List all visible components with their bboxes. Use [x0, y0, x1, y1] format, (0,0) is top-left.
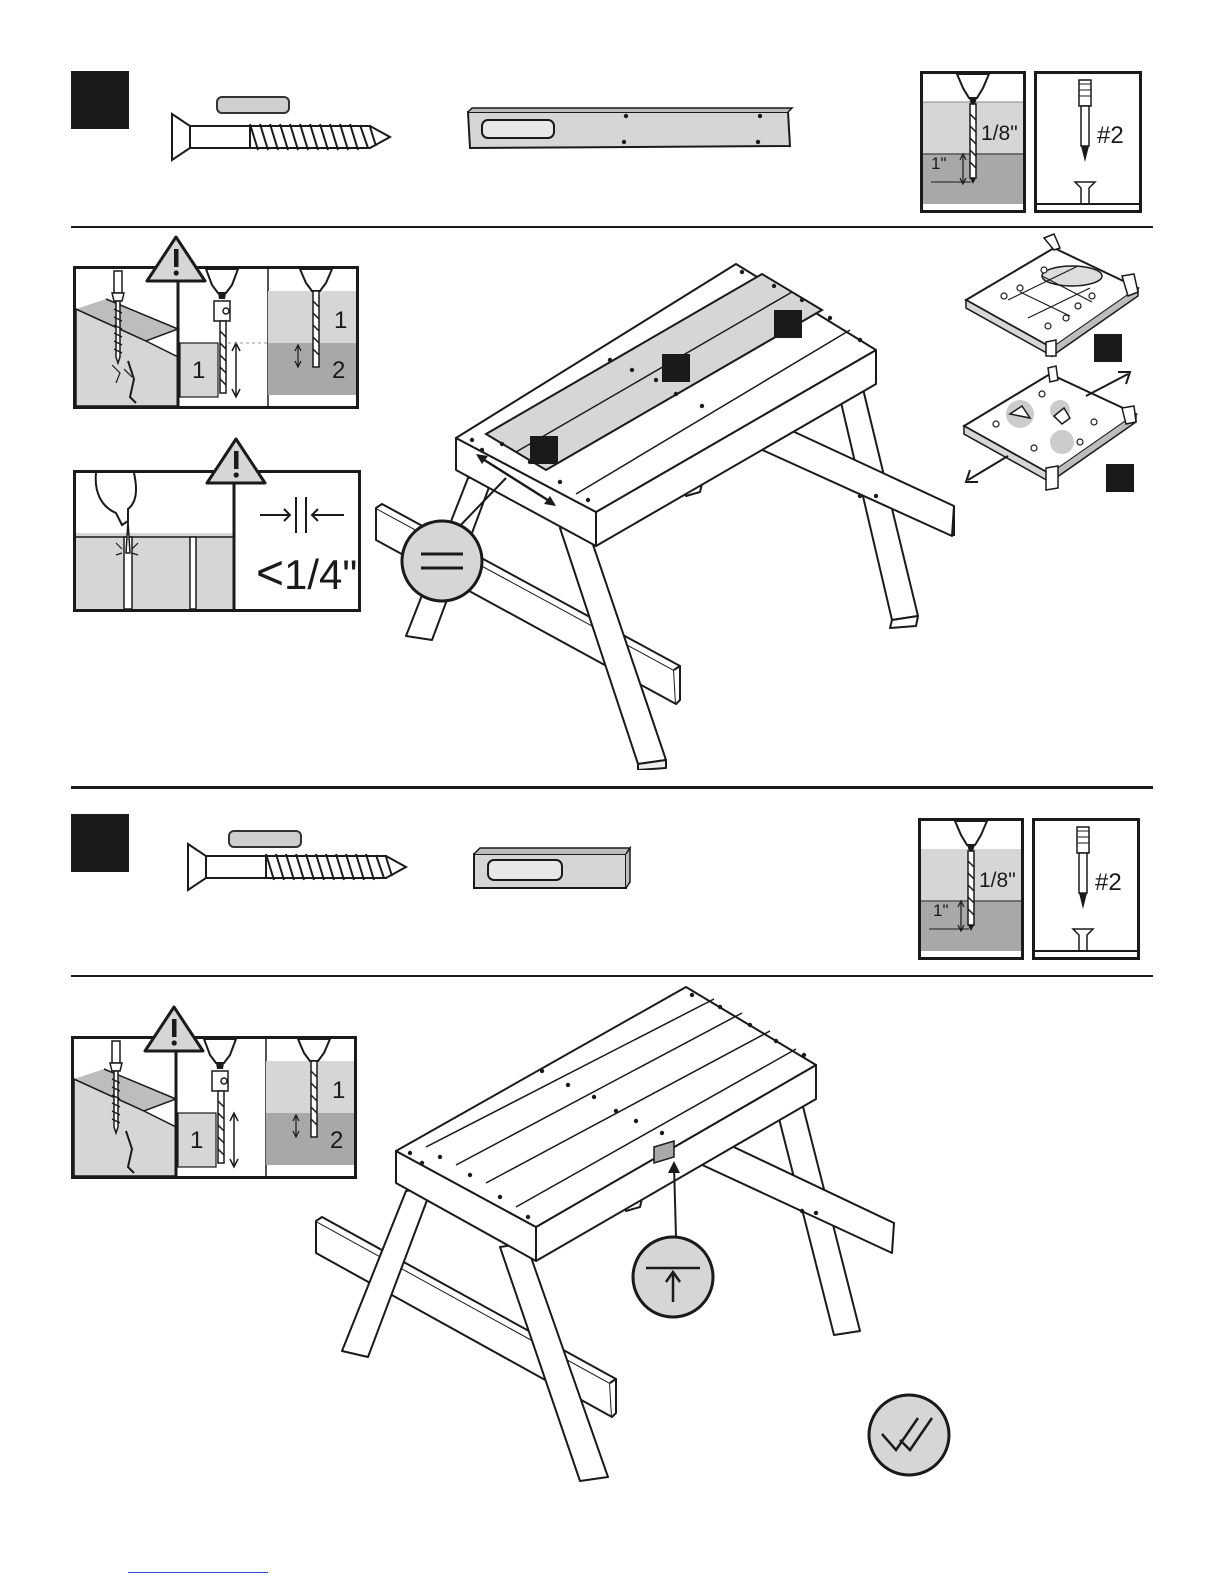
- step-2-screw-icon: [186, 842, 411, 892]
- step-1-picnic-table-drawing: [370, 260, 970, 770]
- step-1-driver-bit-panel: #2: [1034, 71, 1142, 213]
- check-double-icon: [866, 1392, 952, 1478]
- pilot-layer-bottom-label: 2: [332, 357, 345, 385]
- step-2-number-box: [71, 814, 129, 872]
- gap-arrows-icon: [256, 493, 348, 537]
- drill-bit-size: 1/8": [979, 869, 1016, 893]
- drill-bit-size: 1/8": [981, 122, 1018, 146]
- gap-less-than-symbol: <: [256, 547, 284, 600]
- step-2-block-part: [470, 846, 632, 892]
- footer-link-underline[interactable]: [128, 1572, 268, 1573]
- warning-triangle-icon: [204, 436, 268, 486]
- drill-depth: 1": [931, 154, 947, 174]
- step-2-picnic-table-drawing: [310, 985, 910, 1495]
- pilot-layer-side-label: 1: [190, 1127, 203, 1155]
- step-1-screw-icon: [170, 112, 395, 162]
- drill-icon: [955, 821, 987, 845]
- step-1-number-box: [71, 71, 129, 129]
- warning-triangle-icon: [142, 1004, 206, 1054]
- spacer-top-part-box: [1094, 334, 1122, 362]
- step-2-driver-bit-panel: #2: [1032, 818, 1140, 960]
- step-2-drill-depth-panel: 1/8" 1": [918, 818, 1024, 960]
- driver-bit-size: #2: [1095, 869, 1122, 897]
- gap-max-callout: <1/4": [256, 549, 357, 600]
- flush-align-icon: [630, 1234, 716, 1320]
- step-1-board-gap-panel: <1/4": [73, 470, 361, 612]
- step-1-pilot-hole-panel: 1 1 2: [73, 266, 359, 409]
- step-2-header-divider: [71, 975, 1153, 977]
- driver-bit-size: #2: [1097, 122, 1124, 150]
- pilot-layer-side-label: 1: [192, 357, 205, 385]
- drill-depth: 1": [933, 901, 949, 921]
- step-1-long-board-part: [464, 106, 794, 152]
- gap-max-value: 1/4": [284, 551, 357, 598]
- pilot-layer-top-label: 1: [334, 307, 347, 335]
- equal-spacing-icon: [399, 518, 485, 604]
- step-1-header-divider: [71, 226, 1153, 228]
- step-divider: [71, 786, 1153, 789]
- spacer-move-arrows: [960, 370, 1140, 490]
- warning-triangle-icon: [144, 234, 208, 284]
- drill-icon: [957, 74, 989, 98]
- step-1-drill-depth-panel: 1/8" 1": [920, 71, 1026, 213]
